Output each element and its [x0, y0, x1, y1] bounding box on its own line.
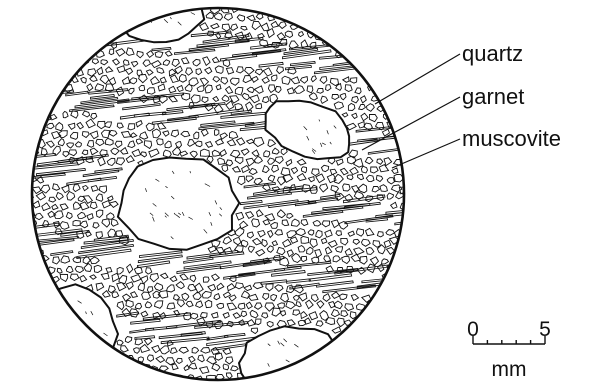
quartz-leader-line: [375, 54, 460, 104]
scale-bar: 0 5 mm: [467, 318, 551, 381]
muscovite-label: muscovite: [462, 126, 561, 151]
garnet-grain-bottom-center: [239, 326, 345, 389]
scale-unit-label: mm: [492, 358, 527, 381]
rock-thin-section: [21, 0, 425, 389]
garnet-grain-lower-left: [21, 284, 119, 382]
garnet-grain-large-center: [118, 158, 239, 250]
quartz-label: quartz: [462, 41, 523, 66]
muscovite-leader-line: [392, 139, 460, 168]
label-leader-lines: [362, 54, 460, 168]
scale-bar-ticks: [473, 336, 545, 344]
garnet-label: garnet: [462, 84, 524, 109]
scale-bar-line: [473, 336, 545, 344]
